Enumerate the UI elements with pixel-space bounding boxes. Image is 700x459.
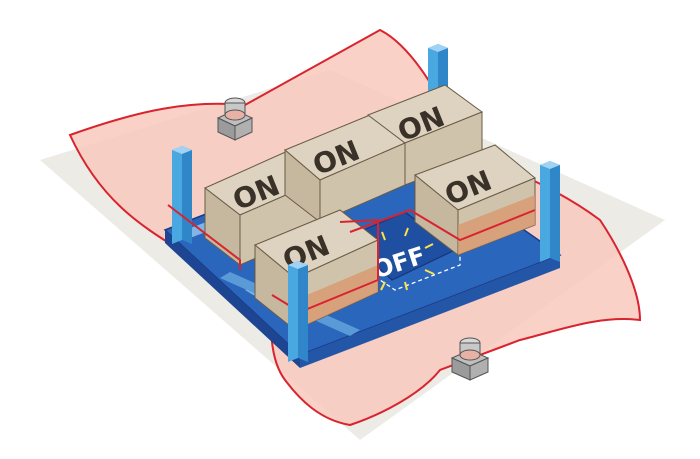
proximity-sensor-icon [450,337,490,381]
box-back-middle: ON [284,114,406,224]
proximity-sensor-icon [216,97,254,141]
box-back-right: ON [366,84,484,186]
box-front-right: ON [414,144,536,257]
post-front-left [288,261,308,362]
post-back-left [172,146,192,244]
post-front-right [540,161,560,262]
